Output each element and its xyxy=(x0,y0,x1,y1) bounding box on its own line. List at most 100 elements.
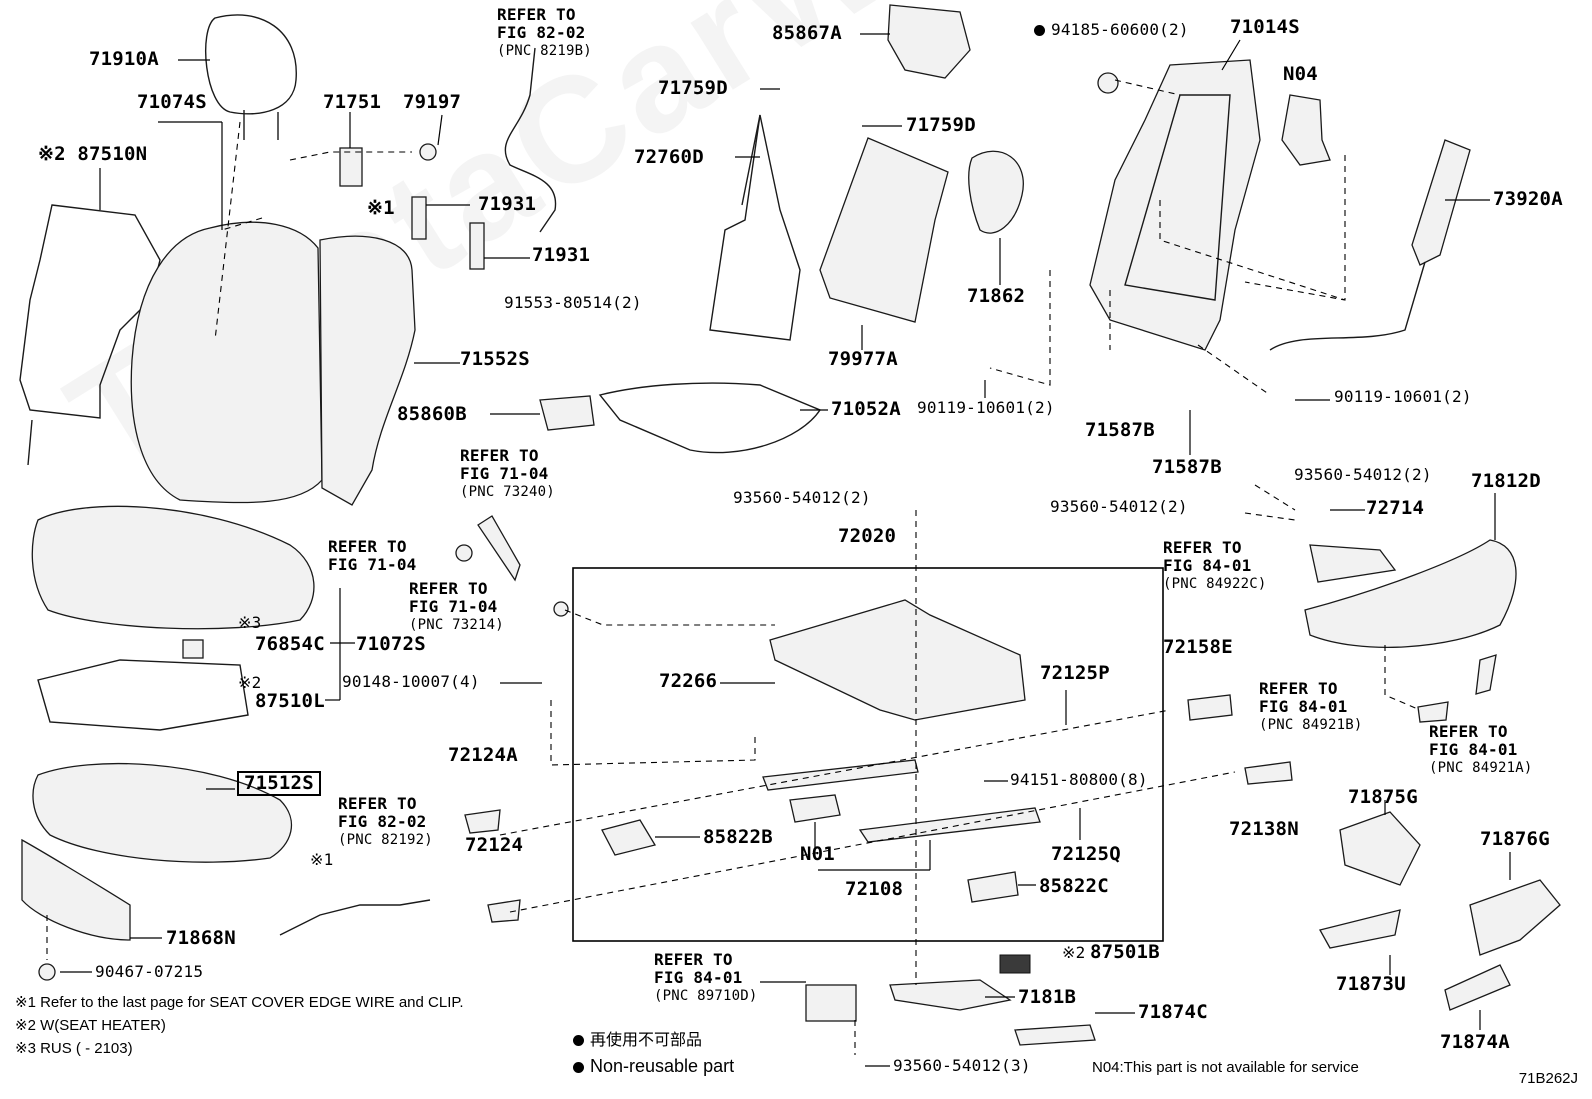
part-71868N[interactable]: 71868N xyxy=(166,927,236,949)
legend-en-text: Non-reusable part xyxy=(590,1056,735,1076)
lumbar-motor-85860B-drawing xyxy=(539,395,595,431)
protector-71862-drawing xyxy=(968,150,1024,234)
part-85822B[interactable]: 85822B xyxy=(703,826,773,848)
refer-fig-71-04[interactable]: REFER TO FIG 71-04 xyxy=(328,538,417,574)
refer-line-2: FIG 82-02 xyxy=(497,23,586,42)
part-71512S-highlighted[interactable]: 71512S xyxy=(237,771,321,796)
part-79197[interactable]: 79197 xyxy=(403,91,462,113)
part-71552S[interactable]: 71552S xyxy=(460,348,530,370)
part-93560-54012-upper[interactable]: 93560-54012(2) xyxy=(1294,465,1432,484)
part-72760D[interactable]: 72760D xyxy=(634,146,704,168)
part-90119-10601-right[interactable]: 90119-10601(2) xyxy=(1334,387,1472,406)
washer-73214-drawing xyxy=(553,601,569,617)
part-71014S[interactable]: 71014S xyxy=(1230,16,1300,38)
refer-line-1: REFER TO xyxy=(1429,722,1508,741)
part-71759D-lower[interactable]: 71759D xyxy=(906,114,976,136)
bracket-71874A-drawing xyxy=(1444,964,1511,1011)
part-7181B[interactable]: 7181B xyxy=(1018,986,1077,1008)
motor-N04-drawing xyxy=(1281,94,1331,166)
refer-fig-82-02-upper[interactable]: REFER TO FIG 82-02 (PNC 8219B) xyxy=(497,6,592,60)
part-90119-10601-left[interactable]: 90119-10601(2) xyxy=(917,398,1055,417)
part-73920A[interactable]: 73920A xyxy=(1493,188,1563,210)
knob-84921B-drawing xyxy=(1417,701,1449,723)
legend-en: Non-reusable part xyxy=(573,1057,734,1075)
refer-line-3: (PNC 8219B) xyxy=(497,43,592,59)
refer-fig-71-04-73240[interactable]: REFER TO FIG 71-04 (PNC 73240) xyxy=(460,447,555,501)
non-reusable-bullet xyxy=(1034,25,1045,36)
part-N04[interactable]: N04 xyxy=(1283,63,1318,85)
part-71874C[interactable]: 71874C xyxy=(1138,1001,1208,1023)
part-71875G[interactable]: 71875G xyxy=(1348,786,1418,808)
refer-fig-84-01-84921A[interactable]: REFER TO FIG 84-01 (PNC 84921A) xyxy=(1429,723,1533,777)
part-79977A[interactable]: 79977A xyxy=(828,348,898,370)
part-85860B[interactable]: 85860B xyxy=(397,403,467,425)
part-71876G[interactable]: 71876G xyxy=(1480,828,1550,850)
part-71587B-right[interactable]: 71587B xyxy=(1152,456,1222,478)
refer-line-1: REFER TO xyxy=(338,794,417,813)
part-90467-07215[interactable]: 90467-07215 xyxy=(95,962,204,981)
note-mark-1-lower: ※1 xyxy=(310,850,334,869)
part-76854C[interactable]: 76854C xyxy=(255,633,325,655)
part-72158E[interactable]: 72158E xyxy=(1163,636,1233,658)
seat-adjuster-frame-drawing xyxy=(769,599,1026,721)
refer-fig-84-01-89710D[interactable]: REFER TO FIG 84-01 (PNC 89710D) xyxy=(654,951,758,1005)
part-90148-10007[interactable]: 90148-10007(4) xyxy=(342,672,480,691)
part-N01[interactable]: N01 xyxy=(800,843,835,865)
part-71931-upper[interactable]: 71931 xyxy=(478,193,537,215)
part-93560-54012-bottom[interactable]: 93560-54012(3) xyxy=(893,1056,1031,1075)
adjuster-group-box xyxy=(572,567,1164,942)
mark-87510N: ※2 87510N xyxy=(38,145,147,164)
part-72124[interactable]: 72124 xyxy=(465,834,524,856)
part-72020[interactable]: 72020 xyxy=(838,525,897,547)
part-71931-lower[interactable]: 71931 xyxy=(532,244,591,266)
part-72108[interactable]: 72108 xyxy=(845,878,904,900)
refer-fig-84-01-84921B[interactable]: REFER TO FIG 84-01 (PNC 84921B) xyxy=(1259,680,1363,734)
part-87510L[interactable]: 87510L xyxy=(255,690,325,712)
footnote-2: ※2 W(SEAT HEATER) xyxy=(15,1017,166,1034)
refer-line-3: (PNC 84921B) xyxy=(1259,717,1363,733)
part-72125P[interactable]: 72125P xyxy=(1040,662,1110,684)
part-72138N[interactable]: 72138N xyxy=(1229,818,1299,840)
part-71751[interactable]: 71751 xyxy=(323,91,382,113)
part-72125Q[interactable]: 72125Q xyxy=(1051,843,1121,865)
part-85822C[interactable]: 85822C xyxy=(1039,875,1109,897)
note-mark-1: ※1 xyxy=(367,197,395,219)
part-71072S[interactable]: 71072S xyxy=(356,633,426,655)
note-mark-2-heater: ※2 xyxy=(238,673,262,692)
part-71862[interactable]: 71862 xyxy=(967,285,1026,307)
part-72266[interactable]: 72266 xyxy=(659,670,718,692)
refer-fig-71-04-73214[interactable]: REFER TO FIG 71-04 (PNC 73214) xyxy=(409,580,504,634)
refer-line-1: REFER TO xyxy=(328,537,407,556)
part-94151-80800[interactable]: 94151-80800(8) xyxy=(1010,770,1148,789)
part-93560-54012-center[interactable]: 93560-54012(2) xyxy=(733,488,871,507)
legend-bullet-jp xyxy=(573,1035,584,1046)
part-94185-60600[interactable]: 94185-60600(2) xyxy=(1034,22,1189,38)
part-71052A[interactable]: 71052A xyxy=(831,398,901,420)
part-71074S[interactable]: 71074S xyxy=(137,91,207,113)
refer-fig-82-02-lower[interactable]: REFER TO FIG 82-02 (PNC 82192) xyxy=(338,795,433,849)
refer-line-2: FIG 84-01 xyxy=(1163,556,1252,575)
part-71759D-upper[interactable]: 71759D xyxy=(658,77,728,99)
part-72714[interactable]: 72714 xyxy=(1366,497,1425,519)
footnote-3: ※3 RUS ( - 2103) xyxy=(15,1040,133,1057)
part-71910A[interactable]: 71910A xyxy=(89,48,159,70)
part-91553-80514[interactable]: 91553-80514(2) xyxy=(504,293,642,312)
part-71812D[interactable]: 71812D xyxy=(1471,470,1541,492)
part-87510N[interactable]: 87510N xyxy=(77,143,148,165)
refer-line-2: FIG 84-01 xyxy=(654,968,743,987)
bolt-71931b-drawing xyxy=(469,222,485,270)
part-71587B-left[interactable]: 71587B xyxy=(1085,419,1155,441)
part-87501B[interactable]: 87501B xyxy=(1090,941,1160,963)
seat-rail-lower-drawing xyxy=(762,759,919,791)
part-85867A[interactable]: 85867A xyxy=(772,22,842,44)
refer-fig-84-01-84922C[interactable]: REFER TO FIG 84-01 (PNC 84922C) xyxy=(1163,539,1267,593)
seatback-cover-drawing xyxy=(130,221,323,504)
bracket-71876G-drawing xyxy=(1469,879,1561,956)
refer-line-2: FIG 84-01 xyxy=(1429,740,1518,759)
part-71874A[interactable]: 71874A xyxy=(1440,1031,1510,1053)
part-71873U[interactable]: 71873U xyxy=(1336,973,1406,995)
part-93560-54012-left[interactable]: 93560-54012(2) xyxy=(1050,497,1188,516)
part-72124A[interactable]: 72124A xyxy=(448,744,518,766)
